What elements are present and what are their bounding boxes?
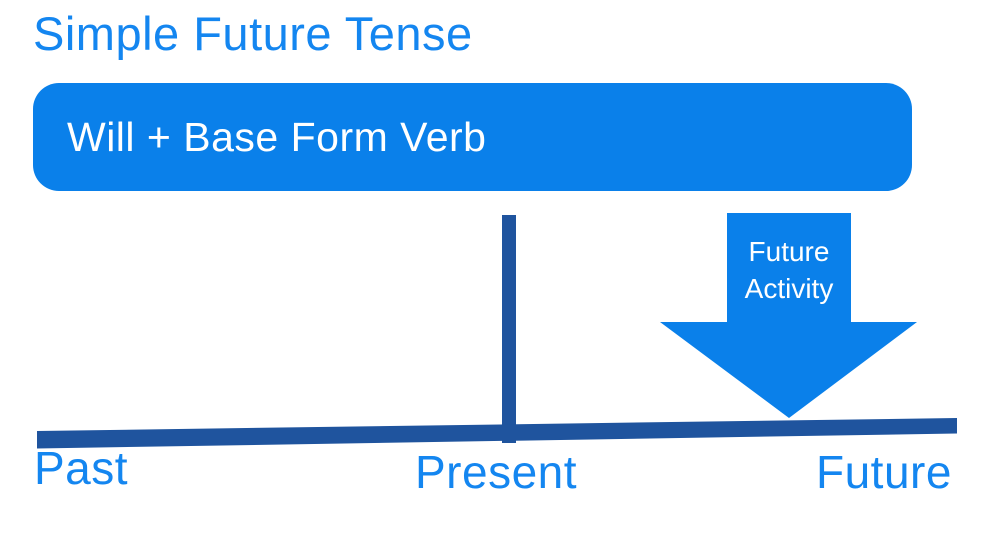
arrow-label-line1: Future <box>748 236 830 267</box>
present-tick-mark <box>502 215 516 443</box>
timeline-bar <box>37 418 957 449</box>
timeline-label-future: Future <box>816 446 952 498</box>
formula-label: Will + Base Form Verb <box>67 113 487 160</box>
page-title: Simple Future Tense <box>33 7 473 60</box>
timeline-label-past: Past <box>34 442 129 494</box>
arrow-label-line2: Activity <box>744 273 834 304</box>
timeline-label-present: Present <box>415 446 578 498</box>
arrow-label: Future Activity <box>727 233 851 307</box>
formula-box: Will + Base Form Verb <box>33 83 912 191</box>
down-arrow-icon <box>660 213 917 418</box>
